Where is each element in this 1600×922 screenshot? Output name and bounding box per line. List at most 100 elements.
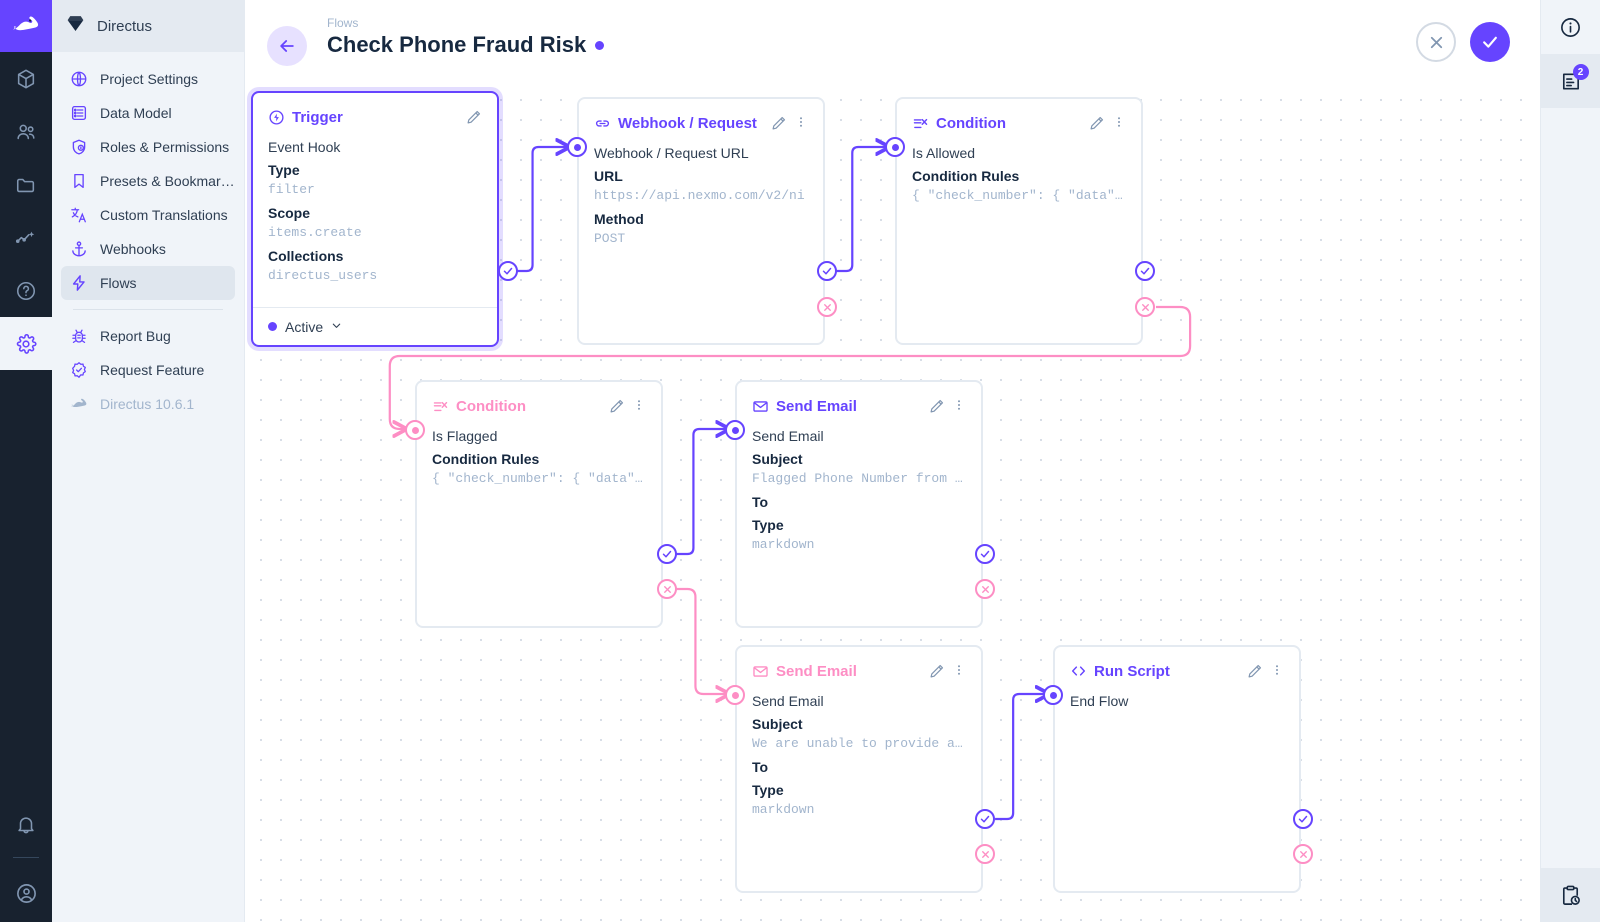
sidebar-item-project-settings[interactable]: Project Settings bbox=[61, 62, 235, 96]
port-condition-allowed-reject[interactable] bbox=[1135, 297, 1155, 317]
edit-pencil-icon[interactable] bbox=[1087, 114, 1105, 132]
node-status-bar[interactable]: Active bbox=[253, 307, 497, 345]
rail-item-insights[interactable] bbox=[0, 211, 52, 264]
condition-icon bbox=[912, 115, 929, 132]
chevron-down-icon[interactable] bbox=[331, 320, 342, 334]
flow-node-webhook[interactable]: Webhook / Request U Webhook / Request UR… bbox=[577, 97, 825, 345]
flow-node-send-email-flagged[interactable]: Send Email Send Email Subject Flagged Ph… bbox=[735, 380, 983, 628]
rail-item-docs[interactable] bbox=[0, 264, 52, 317]
rail-item-users[interactable] bbox=[0, 105, 52, 158]
port-webhook-input[interactable] bbox=[567, 137, 587, 157]
edit-pencil-icon[interactable] bbox=[927, 662, 945, 680]
node-name: Send Email bbox=[752, 693, 824, 709]
field-value: markdown bbox=[752, 802, 815, 817]
field-value: markdown bbox=[752, 537, 815, 552]
field-key: Type bbox=[752, 782, 784, 798]
port-send-email-unable-reject[interactable] bbox=[975, 844, 995, 864]
port-run-script-resolve[interactable] bbox=[1293, 809, 1313, 829]
flow-node-trigger[interactable]: Trigger Event Hook Type filter Scope ite… bbox=[251, 91, 499, 347]
port-dot bbox=[891, 143, 899, 151]
cancel-button[interactable] bbox=[1416, 22, 1456, 62]
more-options-icon[interactable] bbox=[1270, 662, 1284, 681]
edit-pencil-icon[interactable] bbox=[464, 108, 482, 126]
flow-node-condition-is-flagged[interactable]: Condition Is Flagged Condition Rules { "… bbox=[415, 380, 663, 628]
sidebar-item-presets-bookmarks[interactable]: Presets & Bookmar… bbox=[61, 164, 235, 198]
edit-pencil-icon[interactable] bbox=[1245, 662, 1263, 680]
settings-sidebar: Directus Project Settings Data Model Rol… bbox=[52, 0, 245, 922]
sidebar-item-roles-permissions[interactable]: Roles & Permissions bbox=[61, 130, 235, 164]
sidebar-item-custom-translations[interactable]: Custom Translations bbox=[61, 198, 235, 232]
field-key: To bbox=[752, 759, 769, 775]
port-send-email-unable-resolve[interactable] bbox=[975, 809, 995, 829]
back-button[interactable] bbox=[267, 26, 307, 66]
edit-pencil-icon[interactable] bbox=[607, 397, 625, 415]
port-condition-flagged-resolve[interactable] bbox=[657, 544, 677, 564]
sidebar-item-label: Data Model bbox=[100, 105, 172, 121]
port-trigger-resolve[interactable] bbox=[498, 261, 518, 281]
node-name: Webhook / Request URL bbox=[594, 145, 749, 161]
edit-pencil-icon[interactable] bbox=[769, 114, 787, 132]
sidebar-header[interactable]: Directus bbox=[52, 0, 244, 52]
port-webhook-reject[interactable] bbox=[817, 297, 837, 317]
more-options-icon[interactable] bbox=[952, 397, 966, 416]
logs-badge: 2 bbox=[1572, 64, 1589, 80]
port-condition-allowed-input[interactable] bbox=[885, 137, 905, 157]
clipboard-clock-icon[interactable] bbox=[1540, 868, 1600, 922]
port-webhook-resolve[interactable] bbox=[817, 261, 837, 281]
node-type-label: Send Email bbox=[776, 397, 857, 415]
sidebar-item-label: Project Settings bbox=[100, 71, 199, 87]
flow-node-run-script[interactable]: Run Script End Flow bbox=[1053, 645, 1301, 893]
flow-node-send-email-unable[interactable]: Send Email Send Email Subject We are una… bbox=[735, 645, 983, 893]
field-key: Subject bbox=[752, 716, 803, 732]
rail-item-settings[interactable] bbox=[0, 317, 52, 370]
sidebar-item-webhooks[interactable]: Webhooks bbox=[61, 232, 235, 266]
directus-logo[interactable] bbox=[0, 0, 52, 52]
flow-canvas[interactable]: Trigger Event Hook Type filter Scope ite… bbox=[245, 84, 1540, 922]
more-options-icon[interactable] bbox=[1112, 114, 1126, 133]
field-value: POST bbox=[594, 231, 626, 246]
translate-icon bbox=[70, 206, 88, 224]
flow-node-condition-is-allowed[interactable]: Condition Is Allowed Condition Rules { "… bbox=[895, 97, 1143, 345]
field-key: Scope bbox=[268, 205, 311, 221]
sidebar-item-data-model[interactable]: Data Model bbox=[61, 96, 235, 130]
rail-item-account[interactable] bbox=[0, 864, 52, 922]
info-circle-icon[interactable] bbox=[1541, 0, 1600, 54]
field-value: { "check_number": { "data"… bbox=[432, 471, 643, 486]
more-options-icon[interactable] bbox=[632, 397, 646, 416]
logs-icon[interactable]: 2 bbox=[1540, 54, 1600, 108]
port-send-email-flagged-input[interactable] bbox=[725, 420, 745, 440]
sidebar-item-flows[interactable]: Flows bbox=[61, 266, 235, 300]
field-value: We are unable to provide a… bbox=[752, 736, 963, 751]
port-condition-flagged-input[interactable] bbox=[405, 420, 425, 440]
port-condition-allowed-resolve[interactable] bbox=[1135, 261, 1155, 281]
rail-item-files[interactable] bbox=[0, 158, 52, 211]
node-header: Condition bbox=[432, 395, 646, 417]
more-options-icon[interactable] bbox=[952, 662, 966, 681]
rail-item-notifications[interactable] bbox=[0, 798, 52, 851]
port-dot bbox=[1049, 691, 1057, 699]
node-header: Send Email bbox=[752, 660, 966, 682]
sidebar-item-label: Custom Translations bbox=[100, 207, 228, 223]
more-options-icon[interactable] bbox=[794, 114, 808, 133]
port-send-email-unable-input[interactable] bbox=[725, 685, 745, 705]
port-send-email-flagged-reject[interactable] bbox=[975, 579, 995, 599]
port-condition-flagged-reject[interactable] bbox=[657, 579, 677, 599]
port-run-script-reject[interactable] bbox=[1293, 844, 1313, 864]
right-sidebar: 2 bbox=[1540, 0, 1600, 922]
sidebar-item-label: Presets & Bookmar… bbox=[100, 173, 235, 189]
port-send-email-flagged-resolve[interactable] bbox=[975, 544, 995, 564]
node-type-label: Run Script bbox=[1094, 662, 1170, 680]
breadcrumb[interactable]: Flows bbox=[327, 16, 359, 30]
rail-item-content[interactable] bbox=[0, 52, 52, 105]
module-rail bbox=[0, 0, 52, 922]
condition-icon bbox=[432, 398, 449, 415]
node-header: Webhook / Request U bbox=[594, 112, 808, 134]
port-run-script-input[interactable] bbox=[1043, 685, 1063, 705]
sidebar-item-request-feature[interactable]: Request Feature bbox=[61, 353, 235, 387]
node-type-label: Condition bbox=[456, 397, 526, 415]
field-value: https://api.nexmo.com/v2/ni bbox=[594, 188, 805, 203]
edit-pencil-icon[interactable] bbox=[927, 397, 945, 415]
sidebar-item-report-bug[interactable]: Report Bug bbox=[61, 319, 235, 353]
save-button[interactable] bbox=[1470, 22, 1510, 62]
node-name: Event Hook bbox=[268, 139, 341, 155]
